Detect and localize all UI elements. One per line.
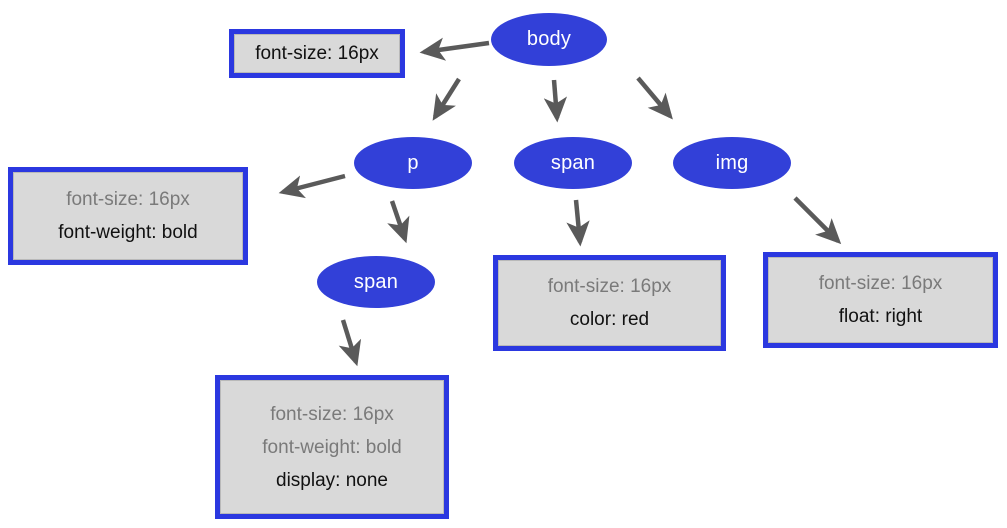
node-label: span xyxy=(550,151,596,174)
arrow-span-top-to-span-top-box xyxy=(566,199,590,247)
node-label: body xyxy=(526,28,572,50)
declaration-inherited: font-size: 16px xyxy=(547,276,672,297)
declaration-declared: color: red xyxy=(569,309,650,330)
declaration-inherited: font-size: 16px xyxy=(818,273,943,294)
node-p[interactable]: p xyxy=(354,137,472,189)
arrow-body-to-body-box xyxy=(419,37,490,61)
arrow-img-to-img-box xyxy=(793,196,842,245)
node-img[interactable]: img xyxy=(673,137,791,189)
declaration-declared: font-weight: bold xyxy=(58,222,198,243)
node-label: span xyxy=(353,270,399,293)
declaration-box-span-sub: font-size: 16px font-weight: bold display:… xyxy=(215,375,449,519)
arrow-body-to-span-top xyxy=(543,79,568,123)
declaration-inherited: font-size: 16px xyxy=(270,403,394,425)
declaration-box-img: font-size: 16px float: right xyxy=(763,252,998,348)
arrow-p-to-span-sub xyxy=(387,200,410,244)
node-span-sub[interactable]: span xyxy=(317,256,435,308)
declaration-inherited: font-weight: bold xyxy=(262,436,402,458)
declaration-declared: float: right xyxy=(838,306,923,327)
arrow-p-to-p-box xyxy=(278,173,346,199)
declaration-box-span-top: font-size: 16px color: red xyxy=(493,255,726,351)
declaration-inherited: font-size: 16px xyxy=(66,189,190,210)
arrow-body-to-p xyxy=(432,77,461,121)
node-label: p xyxy=(407,151,419,174)
node-span-top[interactable]: span xyxy=(514,137,632,189)
node-body[interactable]: body xyxy=(491,13,607,66)
declaration-declared: display: none xyxy=(276,469,388,491)
declaration-declared: font-size: 16px xyxy=(255,43,379,64)
declaration-box-p: font-size: 16px font-weight: bold xyxy=(8,167,248,265)
arrow-span-sub-to-span-sub-box xyxy=(338,319,362,367)
node-label: img xyxy=(715,151,749,174)
declaration-box-body: font-size: 16px xyxy=(229,29,405,78)
arrow-body-to-img xyxy=(636,76,673,120)
